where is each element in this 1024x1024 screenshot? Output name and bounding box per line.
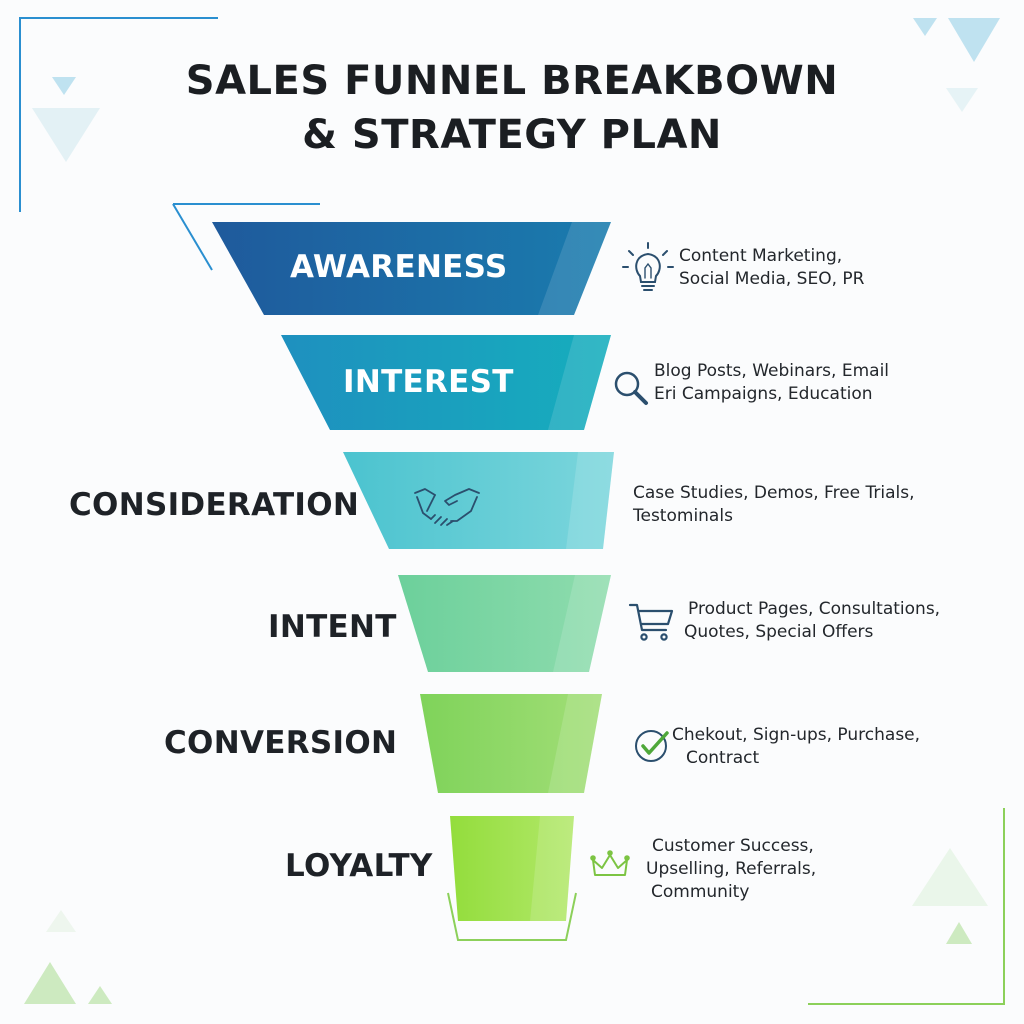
description-line: Social Media, SEO, PR	[679, 269, 865, 289]
stage-label-intent: INTENT	[268, 609, 397, 645]
description-line: Blog Posts, Webinars, Email	[654, 361, 890, 381]
funnel-segment	[420, 694, 602, 793]
stage-description-loyalty: Customer Success, Upselling, Referrals, …	[646, 835, 816, 904]
funnel-segment	[450, 816, 574, 921]
description-line: Contract	[686, 748, 760, 768]
description-line: Customer Success,	[652, 836, 814, 856]
triangle-shape	[46, 910, 76, 932]
triangle-shape	[32, 108, 100, 162]
funnel-segment	[281, 335, 611, 430]
stage-description-awareness: Content Marketing, Social Media, SEO, PR	[679, 245, 864, 291]
funnel-base-bracket	[447, 892, 577, 941]
triangle-shape	[24, 962, 76, 1004]
funnel-stage-loyalty	[450, 816, 574, 921]
lightbulb-icon	[622, 242, 674, 291]
funnel-stage-intent	[398, 575, 611, 672]
frame-line-bottom-right	[808, 808, 1005, 1005]
stage-label-consideration: CONSIDERATION	[69, 487, 360, 523]
crown-icon	[590, 850, 630, 876]
segment-highlight	[548, 335, 611, 430]
segment-highlight	[530, 816, 574, 921]
page-title-line-2: & STRATEGY PLAN	[302, 112, 722, 158]
description-line: Quotes, Special Offers	[684, 622, 874, 642]
description-line: Eri Campaigns, Education	[654, 384, 873, 404]
funnel-stage-conversion	[420, 694, 602, 793]
triangle-shape	[52, 77, 76, 95]
funnel-stage-interest	[281, 335, 611, 430]
funnel-segment	[343, 452, 614, 549]
description-line: Chekout, Sign-ups, Purchase,	[672, 725, 921, 745]
stage-label-loyalty: LOYALTY	[285, 848, 433, 884]
frame-line-top-left	[19, 17, 218, 212]
funnel-stage-awareness	[212, 222, 611, 315]
stage-label-awareness: AWARENESS	[290, 249, 508, 285]
funnel-stage-consideration	[343, 452, 614, 549]
stage-label-interest: INTEREST	[343, 364, 514, 400]
funnel-segment	[212, 222, 611, 315]
triangle-shape	[913, 18, 937, 36]
description-line: Community	[651, 882, 750, 902]
triangle-shape	[946, 922, 972, 944]
stage-description-interest: Blog Posts, Webinars, Email Eri Campaign…	[654, 360, 889, 406]
segment-highlight	[538, 222, 611, 315]
stage-description-intent: Product Pages, Consultations, Quotes, Sp…	[684, 598, 940, 644]
description-line: Product Pages, Consultations,	[688, 599, 941, 619]
description-line: Case Studies, Demos, Free Trials,	[633, 483, 915, 503]
handshake-icon	[414, 488, 480, 526]
magnifier-icon	[614, 371, 648, 405]
funnel-segment	[398, 575, 611, 672]
decorative-frame	[19, 17, 1005, 1005]
stage-description-consideration: Case Studies, Demos, Free Trials, Testom…	[633, 482, 915, 528]
triangle-shape	[88, 986, 112, 1004]
triangle-shape	[948, 18, 1000, 62]
segment-highlight	[566, 452, 614, 549]
checkmark-icon	[635, 730, 669, 762]
page-title-line-1: SALES FUNNEL BREAKBOWN	[185, 58, 839, 104]
shopping-cart-icon	[628, 603, 674, 641]
stage-label-conversion: CONVERSION	[164, 725, 398, 761]
triangle-shape	[912, 848, 988, 906]
decorative-triangles	[24, 18, 1000, 1004]
segment-highlight	[553, 575, 611, 672]
segment-highlight	[548, 694, 602, 793]
description-line: Upselling, Referrals,	[646, 859, 817, 879]
triangle-shape	[946, 88, 978, 112]
frame-line-funnel-slant	[172, 203, 213, 271]
description-line: Content Marketing,	[679, 246, 843, 266]
description-line: Testominals	[633, 506, 733, 526]
stage-description-conversion: Chekout, Sign-ups, Purchase, Contract	[672, 724, 920, 770]
